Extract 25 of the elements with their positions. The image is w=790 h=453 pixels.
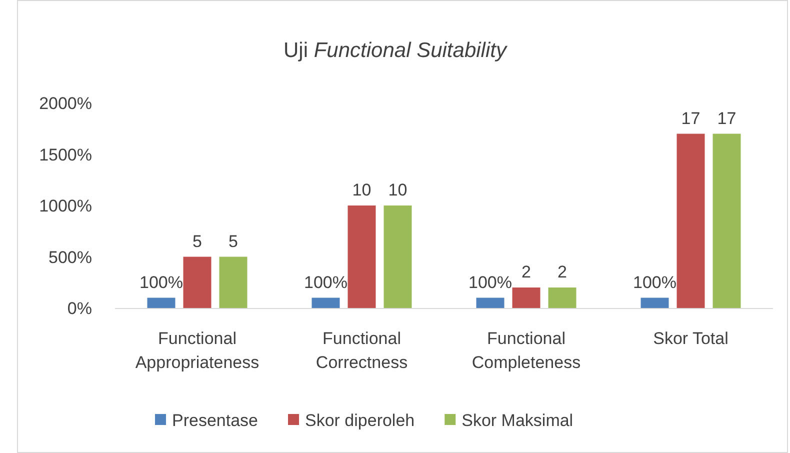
chart-title: Uji Functional Suitability <box>284 38 506 64</box>
data-label: 17 <box>681 108 700 128</box>
data-label: 2 <box>558 262 567 282</box>
category-label: Functional Completeness <box>472 329 581 372</box>
axis-tick-label: 1000% <box>39 196 92 216</box>
data-label: 100% <box>468 272 512 292</box>
axis-tick-label: 2000% <box>39 94 92 113</box>
category-label: Skor Total <box>653 329 728 348</box>
data-label: 100% <box>304 272 348 292</box>
data-label: 5 <box>228 232 238 251</box>
axis-tick-label: 500% <box>48 248 92 267</box>
legend-label: Presentase <box>172 411 258 430</box>
category-label: Functional Appropriateness <box>135 329 260 372</box>
data-label: 17 <box>717 108 736 128</box>
category-label: Functional Correctness <box>316 329 408 372</box>
data-label: 100% <box>633 272 676 292</box>
data-label: 10 <box>352 180 372 200</box>
axis-tick-label: 1500% <box>39 145 92 164</box>
data-label: 2 <box>522 262 531 282</box>
data-label: 100% <box>140 272 183 292</box>
legend-label: Skor Maksimal <box>462 411 574 430</box>
data-label: 10 <box>388 180 408 200</box>
legend-label: Skor diperoleh <box>305 411 415 430</box>
axis-tick-label: 0% <box>67 299 92 318</box>
data-label: 5 <box>192 232 202 251</box>
